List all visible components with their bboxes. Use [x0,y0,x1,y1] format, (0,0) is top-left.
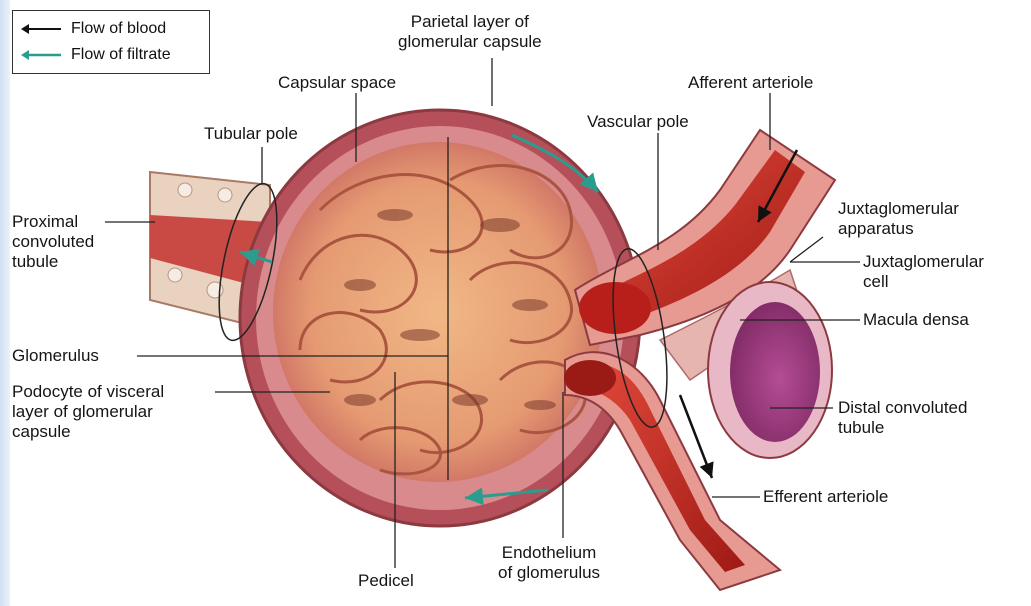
label-pedicel: Pedicel [358,571,414,591]
label-glomerulus: Glomerulus [12,346,99,366]
label-distal-tubule: Distal convoluted tubule [838,398,967,438]
legend-blood-label: Flow of blood [71,20,166,38]
legend-blood: Flow of blood [21,19,166,39]
label-tubular-pole: Tubular pole [204,124,298,144]
label-parietal-layer: Parietal layer of glomerular capsule [398,12,542,52]
label-endothelium: Endothelium of glomerulus [498,543,600,583]
label-vascular-pole: Vascular pole [587,112,689,132]
label-efferent-arteriole: Efferent arteriole [763,487,888,507]
label-juxtaglomerular-cell: Juxtaglomerular cell [863,252,984,292]
label-afferent-arteriole: Afferent arteriole [688,73,813,93]
legend-filtrate: Flow of filtrate [21,45,171,65]
label-juxtaglomerular-apparatus: Juxtaglomerular apparatus [838,199,959,239]
distal-tubule-shape [708,282,832,458]
label-proximal-tubule: Proximal convoluted tubule [12,212,94,272]
legend-box: Flow of blood Flow of filtrate [12,10,210,74]
legend-filtrate-label: Flow of filtrate [71,46,171,64]
label-macula-densa: Macula densa [863,310,969,330]
teal-arrow-icon [21,49,63,61]
black-arrow-icon [21,23,63,35]
label-capsular-space: Capsular space [278,73,396,93]
label-podocyte: Podocyte of visceral layer of glomerular… [12,382,164,442]
